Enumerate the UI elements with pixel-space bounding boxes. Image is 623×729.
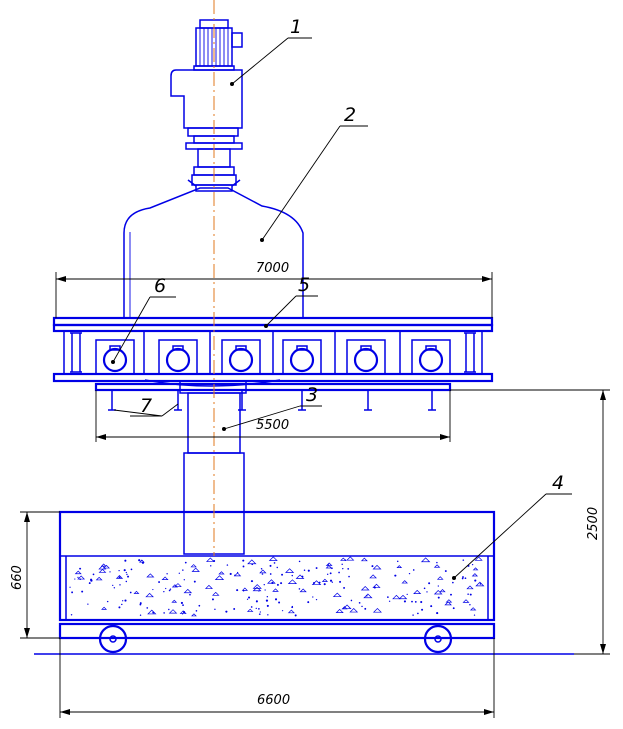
concrete-hatch xyxy=(69,556,485,617)
vibrator-1 xyxy=(95,339,135,375)
vibrator-5 xyxy=(346,339,386,375)
callout-1: 1 xyxy=(290,16,302,38)
callout-3: 3 xyxy=(306,384,318,406)
callout-6: 6 xyxy=(154,275,166,297)
motor xyxy=(193,19,243,71)
form-box xyxy=(58,510,496,622)
dim-7000: 7000 xyxy=(256,261,289,276)
dimension-lines xyxy=(20,272,610,718)
vibrator-row xyxy=(95,331,451,375)
dim-6600: 6600 xyxy=(257,693,290,708)
vibrator-4 xyxy=(282,339,322,375)
vibrator-6 xyxy=(411,339,451,375)
callout-5: 5 xyxy=(298,274,310,296)
vibrator-3 xyxy=(221,339,261,375)
column xyxy=(179,380,247,555)
dim-2500: 2500 xyxy=(586,507,601,540)
dim-660: 660 xyxy=(10,565,25,590)
leader-lines xyxy=(111,37,572,580)
callout-labels: 1 2 3 4 5 6 7 xyxy=(140,16,564,494)
gearbox xyxy=(170,69,243,137)
callout-4: 4 xyxy=(552,472,564,494)
cart xyxy=(34,622,574,655)
callout-2: 2 xyxy=(344,104,356,126)
dim-5500: 5500 xyxy=(256,418,289,433)
callout-7: 7 xyxy=(140,395,152,417)
dimension-labels: 7000 5500 2500 660 6600 xyxy=(10,261,601,708)
vibrator-2 xyxy=(158,339,198,375)
